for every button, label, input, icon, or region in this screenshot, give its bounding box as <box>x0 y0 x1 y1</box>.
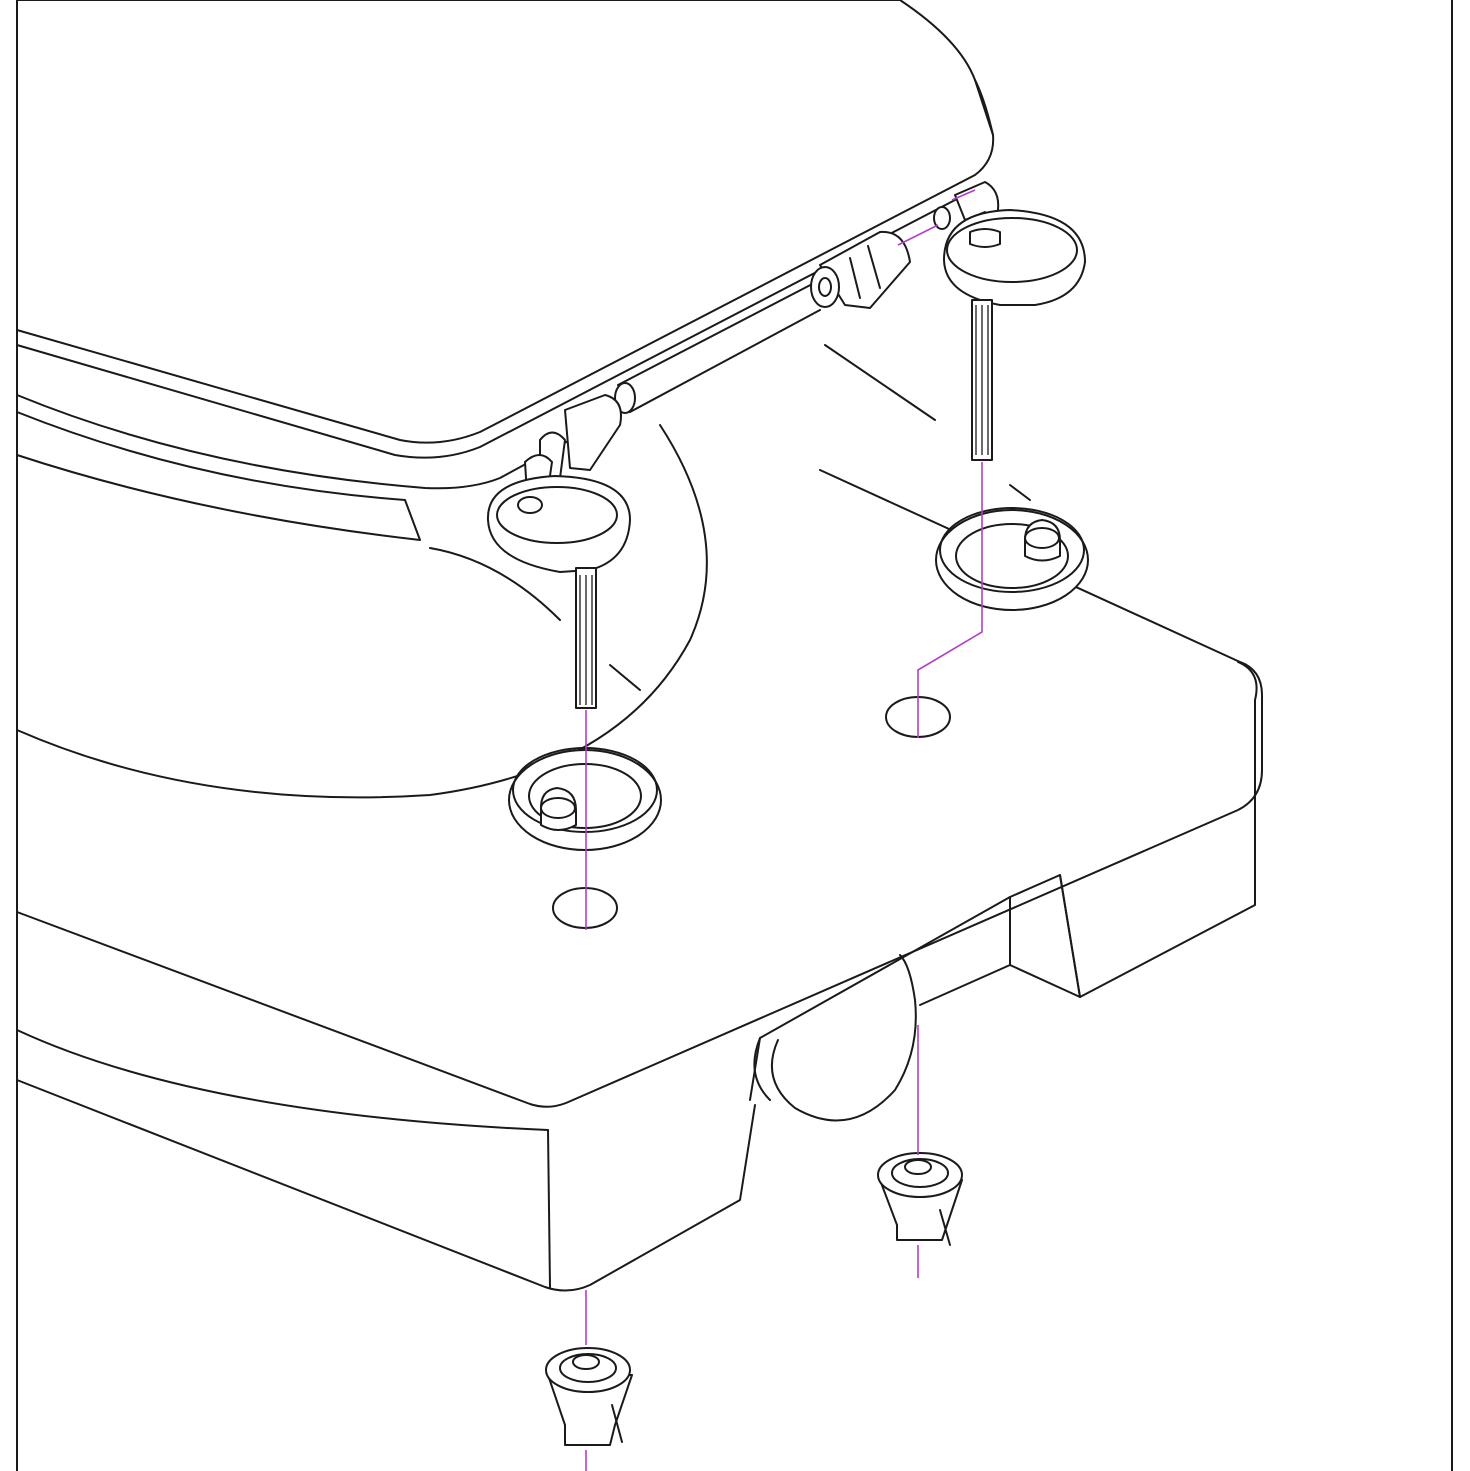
washer-icon <box>935 507 1089 611</box>
bolt-threads-left <box>579 575 593 705</box>
expansion-nut-icon <box>545 1347 633 1446</box>
toilet-seat-lid-icon <box>16 0 995 621</box>
washer-icon <box>508 747 662 851</box>
alignment-guides <box>585 189 983 1471</box>
hinge-rod-icon <box>614 279 821 414</box>
toilet-bowl-icon <box>16 344 1263 1292</box>
bolt-threads-right <box>975 305 989 455</box>
threaded-bolt-icon <box>486 475 631 709</box>
expansion-nut-icon <box>877 1152 963 1246</box>
mounting-hole-left <box>552 887 618 929</box>
threaded-bolt-icon <box>943 209 1086 461</box>
